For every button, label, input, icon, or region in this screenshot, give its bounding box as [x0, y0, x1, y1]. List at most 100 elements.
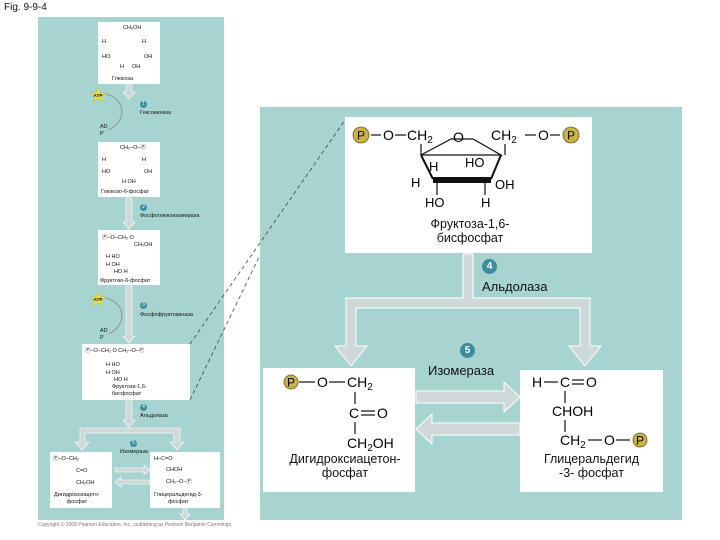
step5-enzyme-label: Изомераза: [428, 363, 495, 378]
g3p-small-top: H–C=O: [154, 456, 173, 462]
atp-starburst-icon: ATP: [89, 87, 107, 104]
dhap-ch2oh: CH2OH: [347, 435, 394, 454]
adp-label-1: AD P: [100, 124, 108, 137]
g3p-box-small: H–C=O CHOH CH₂–O–Ⓟ Глицеральдегид-3- фос…: [150, 452, 220, 508]
g3p-ch2: CH2: [560, 432, 586, 451]
figure-label: Fig. 9-9-4: [4, 2, 47, 13]
g6p-oh: OH: [144, 169, 153, 175]
glucose-ho: HO: [102, 54, 111, 60]
step5-badge: 5: [460, 343, 475, 358]
g6p-ho: HO: [102, 169, 111, 175]
g3p-label: Глицеральдегид -3- фосфат: [543, 452, 640, 480]
dhap-ch2: CH2: [347, 374, 373, 393]
g3p-choh: CHOH: [552, 403, 593, 419]
step4-enzyme-small: Альдолаза: [140, 413, 168, 419]
step2-badge: 2: [140, 204, 147, 211]
ring-ho-upper: HO: [465, 155, 485, 170]
dhap-small-ch2oh: CH₂OH: [76, 480, 95, 486]
dhap-carbonyl-c: C: [349, 405, 359, 421]
atp-label: ATP: [93, 93, 103, 98]
step1-badge: 1: [140, 101, 147, 108]
fructose-ring-structure: P O CH2 O CH2 O P H H HO OH HO H: [352, 126, 580, 210]
ring-h-upper-left: H: [429, 159, 438, 174]
g3p-phosphate-text: P: [636, 434, 644, 448]
g3p-small-ch2op: CH₂–O–Ⓟ: [166, 479, 192, 485]
fructose-6-phosphate-box: Ⓟ–O–CH₂ O CH₂OH H HO H OH HO H Фруктозо-…: [98, 230, 160, 285]
step3-badge: 3: [140, 302, 147, 309]
copyright-text: Copyright © 2008 Pearson Education, Inc.…: [38, 522, 233, 528]
ch2-left: CH2: [407, 127, 433, 146]
adp-label-2: AD P: [100, 328, 108, 341]
dhap-box-small: Ⓟ–O–CH₂ C=O CH₂OH Дигидроксиацето- фосфа…: [50, 452, 112, 508]
phosphate-left-text: P: [357, 129, 365, 143]
fructose-16-bisphosphate-box: P O CH2 O CH2 O P H H HO OH HO H Фруктоз…: [345, 117, 592, 253]
g3p-aldehyde-o: O: [586, 374, 597, 390]
g6p-h2: H: [142, 157, 146, 163]
ester-o-left: O: [383, 127, 394, 143]
glucose-6-phosphate-box: CH₂–O–Ⓟ H H HO OH H OH Глюкозо-6-фосфат: [98, 142, 160, 197]
dhap-structure: P O CH2 C O CH2OH: [283, 374, 394, 454]
f6p-ch2-o-p: Ⓟ–O–CH₂ O: [102, 235, 134, 241]
dhap-label: Дигидроксиацетон- фосфат: [289, 452, 401, 480]
f16bp-label: Фруктоза-1,6- бисфосфат: [430, 217, 510, 245]
g6p-h: H: [102, 157, 106, 163]
ring-h-bottom: H: [481, 195, 490, 210]
f6p-label: Фруктозо-6-фосфат: [100, 278, 151, 284]
ester-o-right: O: [538, 127, 549, 143]
dhap-ester-o: O: [317, 374, 328, 390]
g6p-label: Глюкозо-6-фосфат: [101, 189, 150, 195]
step5-enzyme-small: Изомераза: [120, 449, 148, 455]
dhap-small-co: C=O: [76, 468, 88, 474]
ring-oh-right: OH: [495, 177, 515, 192]
g3p-phosphate-icon: [632, 432, 648, 448]
g6p-h-oh: H OH: [122, 179, 136, 185]
step1-enzyme: Гексокиназа: [140, 110, 172, 116]
g6p-ch2-o-p: CH₂–O–Ⓟ: [120, 145, 146, 151]
g3p-structure: H C O CHOH CH2 O P: [532, 374, 648, 451]
ring-h-left: H: [411, 175, 420, 190]
ch2-right: CH2: [491, 127, 517, 146]
g3p-ester-o: O: [604, 432, 615, 448]
g3p-aldehyde-h: H: [532, 374, 542, 390]
f16bp-small-ho-h: HO H: [114, 377, 128, 383]
glucose-oh: OH: [144, 54, 153, 60]
g3p-aldehyde-c: C: [560, 374, 570, 390]
glucose-h-left: H: [102, 39, 106, 45]
glucose-h-bottom: H: [120, 64, 124, 70]
glucose-ch2oh: CH₂OH: [123, 25, 142, 31]
phosphate-right-icon: [562, 126, 580, 144]
phosphate-right-text: P: [567, 129, 575, 143]
f16bp-small-top: Ⓟ–O–CH₂ O CH₂–O–Ⓟ: [85, 348, 145, 354]
dhap-box: P O CH2 C O CH2OH: [263, 368, 415, 492]
dhap-phosphate-text: P: [287, 376, 295, 390]
glucose-box: CH₂OH H H HO OH H OH Глюкоза: [98, 22, 160, 84]
f6p-h-ho: H HO: [106, 254, 120, 260]
g3p-small-choh: CHOH: [166, 467, 183, 473]
step4-enzyme-label: Альдолаза: [482, 279, 548, 294]
dhap-carbonyl-o: O: [377, 405, 388, 421]
step4-badge-small: 4: [140, 404, 147, 411]
ring-ho-bottom: HO: [425, 195, 445, 210]
g3p-box: H C O CHOH CH2 O P Глицеральдегид -3- фо…: [520, 370, 663, 492]
step4-badge: 4: [482, 259, 497, 274]
dhap-small-label: Дигидроксиацето- фосфат: [54, 492, 100, 505]
f16bp-small-h-ho: H HO: [106, 362, 120, 368]
ring-oxygen: O: [453, 129, 464, 145]
step5-badge-small: 5: [130, 440, 137, 447]
step3-enzyme: Фосфофруктокиназа: [140, 312, 193, 318]
f6p-h-oh: H OH: [106, 262, 120, 268]
glucose-h-right: H: [142, 39, 146, 45]
f6p-ch2oh: CH₂OH: [134, 242, 153, 248]
atp-starburst-icon-2: ATP: [89, 291, 107, 308]
step2-enzyme: Фосфоглюкоизомераза: [140, 213, 200, 219]
dhap-small-top: Ⓟ–O–CH₂: [53, 456, 79, 462]
f16bp-small-h-oh: H OH: [106, 370, 120, 376]
fructose-16-bisphosphate-box-small: Ⓟ–O–CH₂ O CH₂–O–Ⓟ H HO H OH HO H Фруктоз…: [82, 344, 190, 400]
glucose-oh-bottom: OH: [132, 64, 141, 70]
g3p-small-label: Глицеральдегид-3- фосфат: [154, 492, 203, 505]
glucose-label: Глюкоза: [112, 76, 134, 82]
phosphate-left-icon: [352, 126, 370, 144]
